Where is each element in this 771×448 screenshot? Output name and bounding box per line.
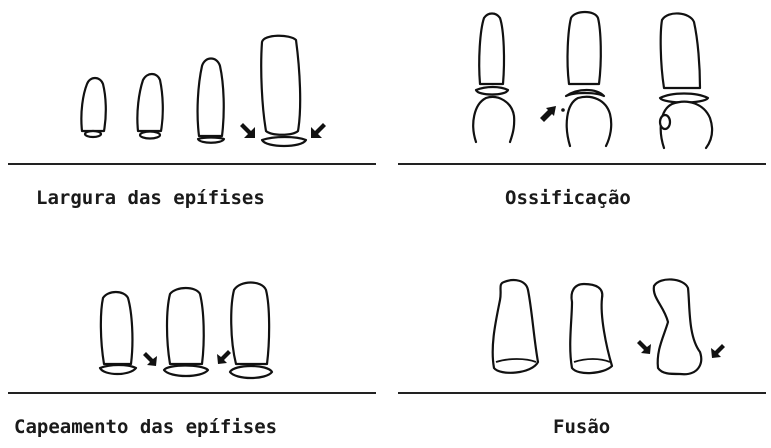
epiphysis-1: [476, 87, 508, 95]
phalanx-cap-3: [231, 283, 269, 365]
phalanx-stage-4: [261, 36, 300, 135]
epiphysis-stage-3: [198, 138, 224, 143]
sesamoid: [660, 115, 670, 129]
epiphysis-stage-4: [262, 137, 306, 146]
panel-ossification: [398, 12, 766, 164]
panel-fusion: [398, 279, 766, 393]
arrow-right: [217, 350, 231, 364]
phalanx-cap-2: [167, 288, 204, 364]
phalanx-stage-1: [81, 78, 105, 131]
fused-phalanx-3: [654, 279, 701, 374]
epiphysis-stage-2: [140, 132, 160, 139]
panel-epiphysis-width: [8, 36, 376, 164]
panel-epiphysis-capping: [8, 283, 376, 394]
middle-phalanx-2: [567, 97, 611, 146]
epiphysis-stage-1: [85, 131, 101, 137]
proximal-phalanx-2: [568, 12, 601, 84]
caption-ossification: Ossificação: [505, 189, 631, 208]
epiphysis-2: [566, 90, 604, 96]
phalanx-stage-3: [198, 59, 224, 137]
arrow-left: [637, 340, 651, 354]
arrow-right: [711, 344, 725, 358]
epiphysis-cap-1: [100, 365, 136, 374]
arrow-right: [311, 123, 326, 138]
phalanx-cap-1: [101, 292, 133, 364]
proximal-phalanx-1: [479, 14, 504, 85]
phalanx-stage-2: [137, 74, 162, 131]
arrow-left: [143, 352, 157, 366]
arrow-left: [240, 123, 255, 138]
epiphysis-cap-2: [164, 366, 208, 377]
caption-epiphysis-capping: Capeamento das epífises: [14, 418, 277, 437]
middle-phalanx-1: [473, 97, 514, 142]
caption-epiphysis-width: Largura das epífises: [36, 189, 265, 208]
ossification-arrow: [540, 106, 556, 122]
epiphysis-cap-3: [230, 366, 272, 378]
ossification-point: [561, 108, 565, 112]
proximal-phalanx-3: [661, 13, 700, 88]
caption-fusion: Fusão: [553, 418, 610, 437]
